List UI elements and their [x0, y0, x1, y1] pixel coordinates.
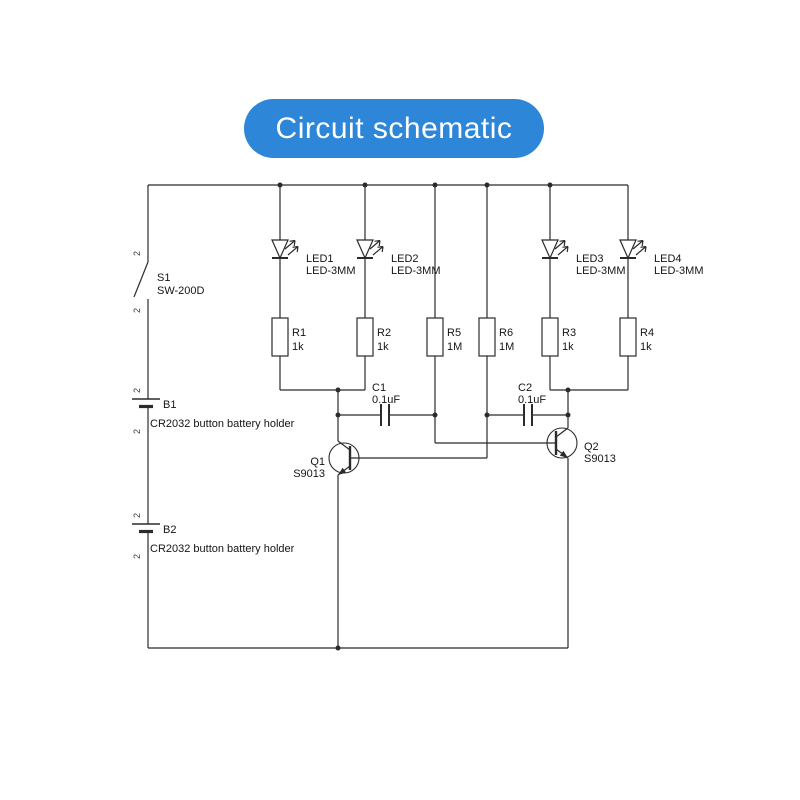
- b2-desc-label: CR2032 button battery holder: [150, 543, 295, 555]
- switch-s1-symbol: [133, 261, 149, 298]
- b2-pin-bottom-label: 2: [132, 554, 142, 559]
- led4-ref-label: LED4: [654, 253, 682, 265]
- r4-value-label: 1k: [640, 341, 652, 353]
- b1-pin-bottom-label: 2: [132, 429, 142, 434]
- r2-value-label: 1k: [377, 341, 389, 353]
- q2-emitter-arrow: [559, 450, 568, 458]
- capacitor-c1-symbol: [380, 404, 390, 426]
- page-title: Circuit schematic: [275, 111, 513, 145]
- led4-emission-arrows: [632, 239, 647, 256]
- junction-dots: [277, 182, 571, 651]
- battery-b1-symbol: [132, 398, 160, 409]
- r6-value-label: 1M: [499, 341, 514, 353]
- resistor-r1-body: [271, 317, 289, 357]
- q1-emitter-arrow: [338, 467, 347, 475]
- r3-value-label: 1k: [562, 341, 574, 353]
- s1-pin-bottom-label: 2: [132, 308, 142, 313]
- capacitor-c2-symbol: [523, 404, 533, 426]
- led3-part-label: LED-3MM: [576, 265, 626, 277]
- s1-ref-label: S1: [157, 272, 170, 284]
- r5-ref-label: R5: [447, 327, 461, 339]
- led3-emission-arrows: [554, 239, 569, 256]
- c2-value-label: 0.1uF: [518, 394, 546, 406]
- led2-emission-arrows: [369, 239, 384, 256]
- q1-part-label: S9013: [293, 468, 325, 480]
- switch-lever: [133, 261, 149, 298]
- b1-pin-top-label: 2: [132, 388, 142, 393]
- led3-symbol: [541, 239, 569, 260]
- b2-pin-top-label: 2: [132, 513, 142, 518]
- c2-ref-label: C2: [518, 382, 532, 394]
- s1-part-label: SW-200D: [157, 285, 205, 297]
- resistor-r5-body: [426, 317, 444, 357]
- c1-value-label: 0.1uF: [372, 394, 400, 406]
- led1-part-label: LED-3MM: [306, 265, 356, 277]
- resistor-r4-body: [619, 317, 637, 357]
- resistor-r6-body: [478, 317, 496, 357]
- resistor-r2-body: [356, 317, 374, 357]
- led4-symbol: [619, 239, 647, 260]
- led3-ref-label: LED3: [576, 253, 604, 265]
- resistor-r3-body: [541, 317, 559, 357]
- led2-ref-label: LED2: [391, 253, 419, 265]
- r6-ref-label: R6: [499, 327, 513, 339]
- led1-ref-label: LED1: [306, 253, 334, 265]
- led1-symbol: [271, 239, 299, 260]
- b1-ref-label: B1: [163, 399, 176, 411]
- wires: [147, 184, 629, 649]
- transistor-q1-symbol: [328, 440, 360, 476]
- transistor-q2-symbol: [546, 427, 578, 459]
- r4-ref-label: R4: [640, 327, 654, 339]
- led2-symbol: [356, 239, 384, 260]
- title-banner: Circuit schematic: [244, 99, 544, 158]
- battery-b2-symbol: [132, 523, 160, 534]
- r3-ref-label: R3: [562, 327, 576, 339]
- led4-part-label: LED-3MM: [654, 265, 704, 277]
- led1-emission-arrows: [284, 239, 299, 256]
- r2-ref-label: R2: [377, 327, 391, 339]
- q2-ref-label: Q2: [584, 441, 599, 453]
- labels: 2 2 S1 SW-200D 2 2 B1 CR2032 button batt…: [132, 251, 704, 559]
- led2-part-label: LED-3MM: [391, 265, 441, 277]
- r1-value-label: 1k: [292, 341, 304, 353]
- s1-pin-top-label: 2: [132, 251, 142, 256]
- r1-ref-label: R1: [292, 327, 306, 339]
- resistor-bodies: [271, 317, 637, 357]
- b2-ref-label: B2: [163, 524, 176, 536]
- q1-ref-label: Q1: [310, 456, 325, 468]
- r5-value-label: 1M: [447, 341, 462, 353]
- c1-ref-label: C1: [372, 382, 386, 394]
- q2-part-label: S9013: [584, 453, 616, 465]
- b1-desc-label: CR2032 button battery holder: [150, 418, 295, 430]
